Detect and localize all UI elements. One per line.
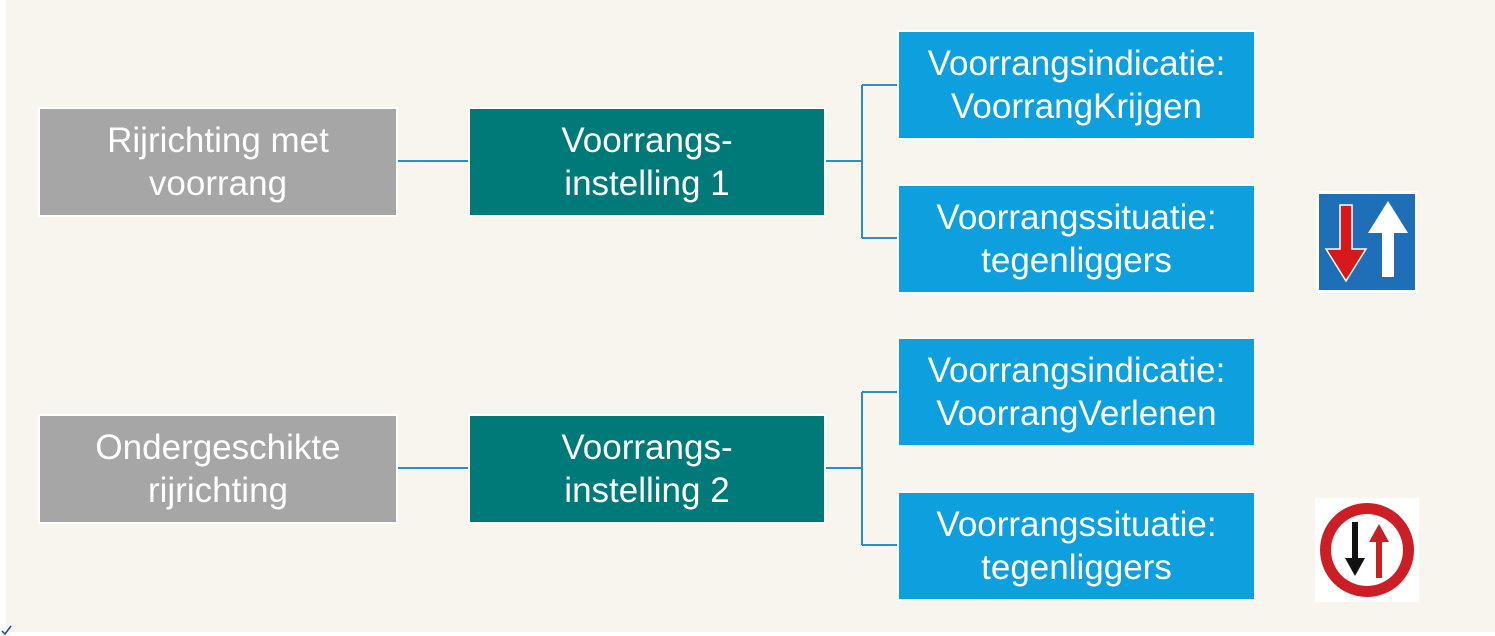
- indication-box-1: Voorrangsindicatie: VoorrangKrijgen: [897, 30, 1256, 140]
- source-box-1-line1: Rijrichting met: [107, 121, 329, 160]
- situation-box-1: Voorrangssituatie: tegenliggers: [897, 184, 1256, 294]
- situation-box-2-line2: tegenliggers: [981, 548, 1172, 587]
- indication-box-1-line1: Voorrangsindicatie:: [927, 44, 1226, 83]
- source-box-2-line1: Ondergeschikte: [95, 428, 341, 467]
- situation-box-2-line1: Voorrangssituatie:: [936, 505, 1217, 544]
- situation-box-2: Voorrangssituatie: tegenliggers: [897, 491, 1256, 601]
- indication-box-2-line2: VoorrangVerlenen: [936, 394, 1217, 433]
- source-box-2: Ondergeschikte rijrichting: [38, 414, 398, 524]
- setting-box-1-line1: Voorrangs-: [561, 121, 733, 160]
- indication-box-2-line1: Voorrangsindicatie:: [927, 351, 1226, 390]
- source-box-1: Rijrichting met voorrang: [38, 107, 398, 217]
- setting-box-1-line2: instelling 1: [564, 164, 730, 203]
- priority-over-oncoming-sign-icon: [1316, 191, 1418, 293]
- setting-box-2: Voorrangs- instelling 2: [468, 414, 826, 524]
- setting-box-2-line2: instelling 2: [564, 471, 730, 510]
- setting-box-2-line1: Voorrangs-: [561, 428, 733, 467]
- source-box-1-line2: voorrang: [148, 164, 288, 203]
- give-way-to-oncoming-sign-icon: [1315, 498, 1419, 602]
- indication-box-2: Voorrangsindicatie: VoorrangVerlenen: [897, 337, 1256, 447]
- setting-box-1: Voorrangs- instelling 1: [468, 107, 826, 217]
- situation-box-1-line1: Voorrangssituatie:: [936, 198, 1217, 237]
- situation-box-1-line2: tegenliggers: [981, 241, 1172, 280]
- corner-checkmark-icon: [1, 625, 12, 636]
- source-box-2-line2: rijrichting: [147, 471, 289, 510]
- indication-box-1-line2: VoorrangKrijgen: [951, 87, 1202, 126]
